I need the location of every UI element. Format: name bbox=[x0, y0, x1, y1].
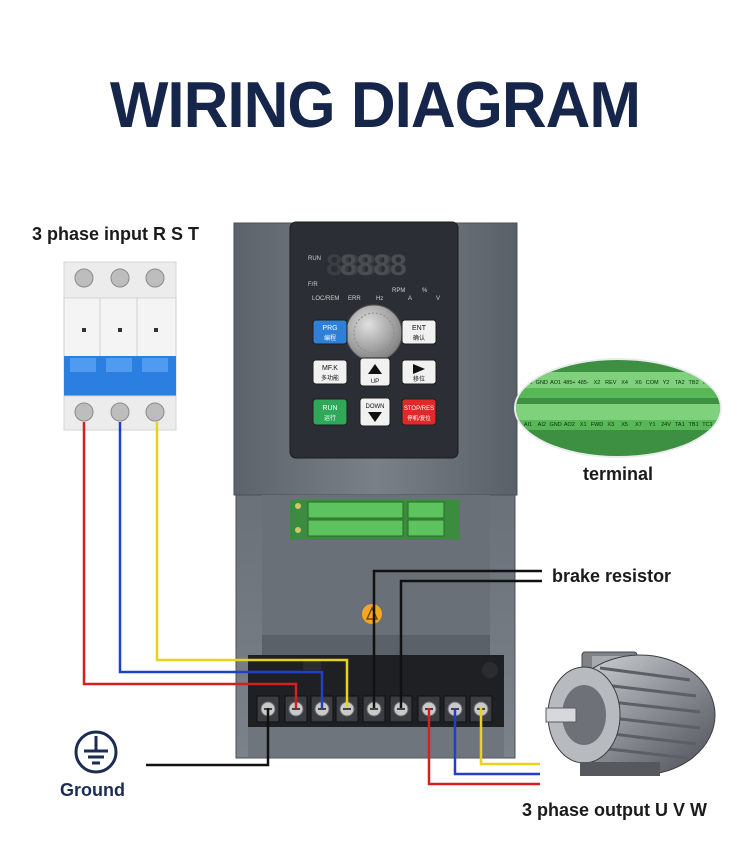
wire-output-w bbox=[479, 708, 540, 766]
ground-icon bbox=[74, 730, 118, 774]
down-button[interactable]: DOWN bbox=[359, 397, 391, 427]
svg-text:STOP/RES: STOP/RES bbox=[404, 406, 434, 412]
terminal-pin-label: Y2 bbox=[663, 380, 670, 386]
input-label: 3 phase input R S T bbox=[32, 224, 200, 244]
terminal-pin-label: AI2 bbox=[538, 422, 546, 428]
run-button[interactable]: RUN 运行 bbox=[312, 398, 348, 426]
terminal-pin-label: Y1 bbox=[649, 422, 656, 428]
wire-brake-2 bbox=[399, 579, 542, 708]
terminal-pin-label: 485- bbox=[578, 380, 589, 386]
terminal-pin-label: GND bbox=[549, 422, 561, 428]
terminal-pin-label: TC1 bbox=[702, 422, 712, 428]
svg-text:确认: 确认 bbox=[413, 334, 425, 342]
terminal-photo: 10VGNDAO1485+485-X2REVX4X6COMY2TA2TB2TC2… bbox=[514, 358, 722, 458]
a-indicator: A bbox=[408, 296, 412, 302]
power-terminal-screw bbox=[389, 695, 413, 723]
terminal-pin-label: 24V bbox=[661, 422, 671, 428]
electric-motor bbox=[545, 651, 716, 776]
led-display: RUN F/R 8888 8888 LOC/REM ERR Hz RPM % A… bbox=[308, 249, 440, 302]
stop-reset-button[interactable]: STOP/RES 停机/复位 bbox=[401, 398, 437, 426]
terminal-pin-label: REV bbox=[605, 380, 617, 386]
terminal-pin-label: X7 bbox=[635, 422, 642, 428]
svg-text:停机/复位: 停机/复位 bbox=[407, 414, 431, 422]
wires bbox=[82, 422, 542, 786]
led-digits: 8888 bbox=[340, 249, 407, 282]
warning-sticker bbox=[362, 604, 382, 624]
ent-button[interactable]: ENT 确认 bbox=[401, 319, 437, 345]
locrem-indicator: LOC/REM bbox=[312, 296, 339, 302]
hz-indicator: Hz bbox=[376, 296, 383, 302]
up-button[interactable]: UP bbox=[359, 357, 391, 387]
shift-button[interactable]: 移位 bbox=[401, 359, 437, 385]
terminal-pin-label: X3 bbox=[607, 422, 614, 428]
keypad: PRG 编程 ENT 确认 MF.K 多功能 UP 移位 RUN 运行 bbox=[312, 304, 437, 427]
svg-text:编程: 编程 bbox=[324, 334, 336, 342]
arrow-right-icon bbox=[413, 364, 425, 374]
svg-text:8888: 8888 bbox=[326, 249, 393, 282]
svg-text:ENT: ENT bbox=[412, 325, 427, 332]
power-terminal-screw bbox=[284, 695, 308, 723]
v-indicator: V bbox=[436, 296, 440, 302]
terminal-pin-label: 485+ bbox=[563, 380, 575, 386]
terminal-pin-label: GND bbox=[536, 380, 548, 386]
terminal-pin-label: X5 bbox=[621, 422, 628, 428]
page-title: WIRING DIAGRAM bbox=[109, 69, 641, 142]
svg-text:多功能: 多功能 bbox=[321, 374, 339, 382]
pct-indicator: % bbox=[422, 288, 428, 294]
terminal-pin-label: TB2 bbox=[689, 380, 699, 386]
rpm-indicator: RPM bbox=[392, 288, 405, 294]
wire-output-u bbox=[427, 708, 540, 786]
svg-text:PRG: PRG bbox=[322, 325, 337, 332]
wire-input-s bbox=[118, 422, 324, 708]
terminal-pin-label: TB1 bbox=[689, 422, 699, 428]
svg-text:运行: 运行 bbox=[324, 414, 336, 422]
terminal-pin-label: X4 bbox=[621, 380, 628, 386]
terminal-pin-label: AO1 bbox=[550, 380, 561, 386]
control-terminal-board bbox=[290, 500, 460, 540]
breaker-top-screw bbox=[74, 268, 165, 288]
terminal-pin-label: AO2 bbox=[564, 422, 575, 428]
svg-text:DOWN: DOWN bbox=[366, 404, 385, 410]
mfk-button[interactable]: MF.K 多功能 bbox=[312, 359, 348, 385]
wire-ground bbox=[146, 708, 270, 767]
prg-button[interactable]: PRG 编程 bbox=[312, 319, 348, 345]
ground-label: Ground bbox=[60, 780, 125, 800]
svg-text:MF.K: MF.K bbox=[322, 365, 338, 372]
wire-input-t bbox=[155, 422, 349, 708]
terminal-label: terminal bbox=[583, 464, 654, 484]
breaker-bottom-screw bbox=[74, 402, 165, 422]
svg-text:UP: UP bbox=[371, 379, 379, 385]
terminal-pin-label: TA1 bbox=[675, 422, 685, 428]
err-indicator: ERR bbox=[348, 296, 361, 302]
output-label: 3 phase output U V W bbox=[522, 800, 708, 820]
arrow-up-icon bbox=[368, 364, 382, 374]
terminal-pin-label: X1 bbox=[580, 422, 587, 428]
terminal-pin-label: TA2 bbox=[675, 380, 685, 386]
inverter-body bbox=[233, 221, 518, 759]
terminal-pin-label: X2 bbox=[594, 380, 601, 386]
wire-brake-1 bbox=[372, 569, 542, 708]
run-indicator: RUN bbox=[308, 256, 321, 262]
brake-resistor-label: brake resistor bbox=[552, 566, 672, 586]
terminal-pin-label: AI1 bbox=[524, 422, 532, 428]
terminal-pin-label: COM bbox=[646, 380, 659, 386]
wire-output-v bbox=[453, 708, 540, 776]
svg-text:RUN: RUN bbox=[322, 405, 337, 412]
terminal-pin-label: X6 bbox=[635, 380, 642, 386]
terminal-pin-label: FWD bbox=[591, 422, 604, 428]
fr-indicator: F/R bbox=[308, 282, 318, 288]
circuit-breaker bbox=[63, 261, 177, 431]
svg-text:移位: 移位 bbox=[413, 375, 425, 383]
arrow-down-icon bbox=[368, 412, 382, 422]
wire-input-r bbox=[82, 422, 298, 708]
